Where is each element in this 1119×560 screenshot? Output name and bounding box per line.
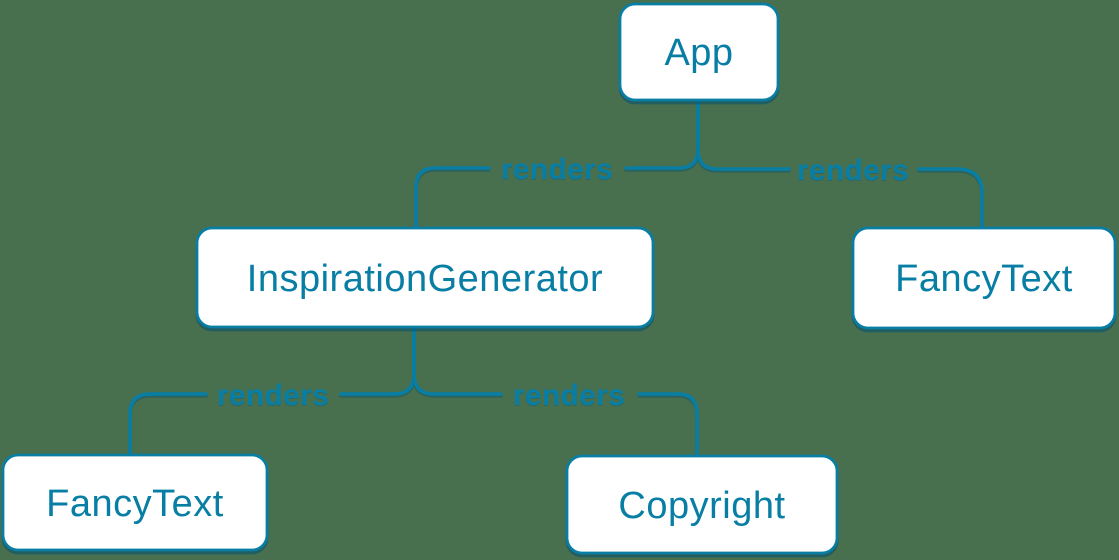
node-box-copyright bbox=[565, 454, 839, 555]
node-box-fancy-text-top bbox=[851, 226, 1117, 330]
edge-app-to-fancytext-top bbox=[696, 98, 791, 171]
node-app: App bbox=[618, 2, 780, 102]
node-inspiration-generator: InspirationGenerator bbox=[195, 226, 655, 329]
node-label-inspiration-generator: InspirationGenerator bbox=[247, 258, 603, 300]
edge-app-to-fancytext-top-tail bbox=[917, 167, 984, 231]
node-box-app bbox=[618, 2, 780, 102]
node-fancy-text-bottom: FancyText bbox=[1, 453, 269, 552]
edge-labels: renders renders renders renders bbox=[217, 153, 909, 412]
node-copyright: Copyright bbox=[565, 454, 839, 555]
node-label-copyright: Copyright bbox=[618, 485, 785, 527]
edges bbox=[128, 98, 984, 459]
node-label-app: App bbox=[664, 32, 733, 74]
edge-label-renders-inspirationgenerator-fancytext: renders bbox=[217, 379, 329, 412]
node-box-fancy-text-bottom bbox=[1, 453, 269, 552]
edge-label-renders-inspirationgenerator-copyright: renders bbox=[513, 379, 625, 412]
edge-label-renders-app-fancytext: renders bbox=[797, 154, 909, 187]
edge-inspirationgenerator-to-copyright-tail bbox=[637, 392, 699, 459]
edge-inspirationgenerator-to-fancytext-bottom bbox=[339, 325, 416, 396]
node-box-inspiration-generator bbox=[195, 226, 655, 329]
edge-app-to-inspirationgenerator-tail bbox=[414, 166, 491, 231]
node-label-fancy-text-top: FancyText bbox=[895, 258, 1073, 300]
edge-inspirationgenerator-to-copyright bbox=[412, 325, 503, 396]
edge-app-to-inspirationgenerator bbox=[624, 98, 700, 170]
node-fancy-text-top: FancyText bbox=[851, 226, 1117, 330]
edge-inspirationgenerator-to-fancytext-bottom-tail bbox=[128, 392, 208, 458]
node-label-fancy-text-bottom: FancyText bbox=[46, 483, 224, 525]
edge-label-renders-app-inspirationgenerator: renders bbox=[501, 153, 613, 186]
